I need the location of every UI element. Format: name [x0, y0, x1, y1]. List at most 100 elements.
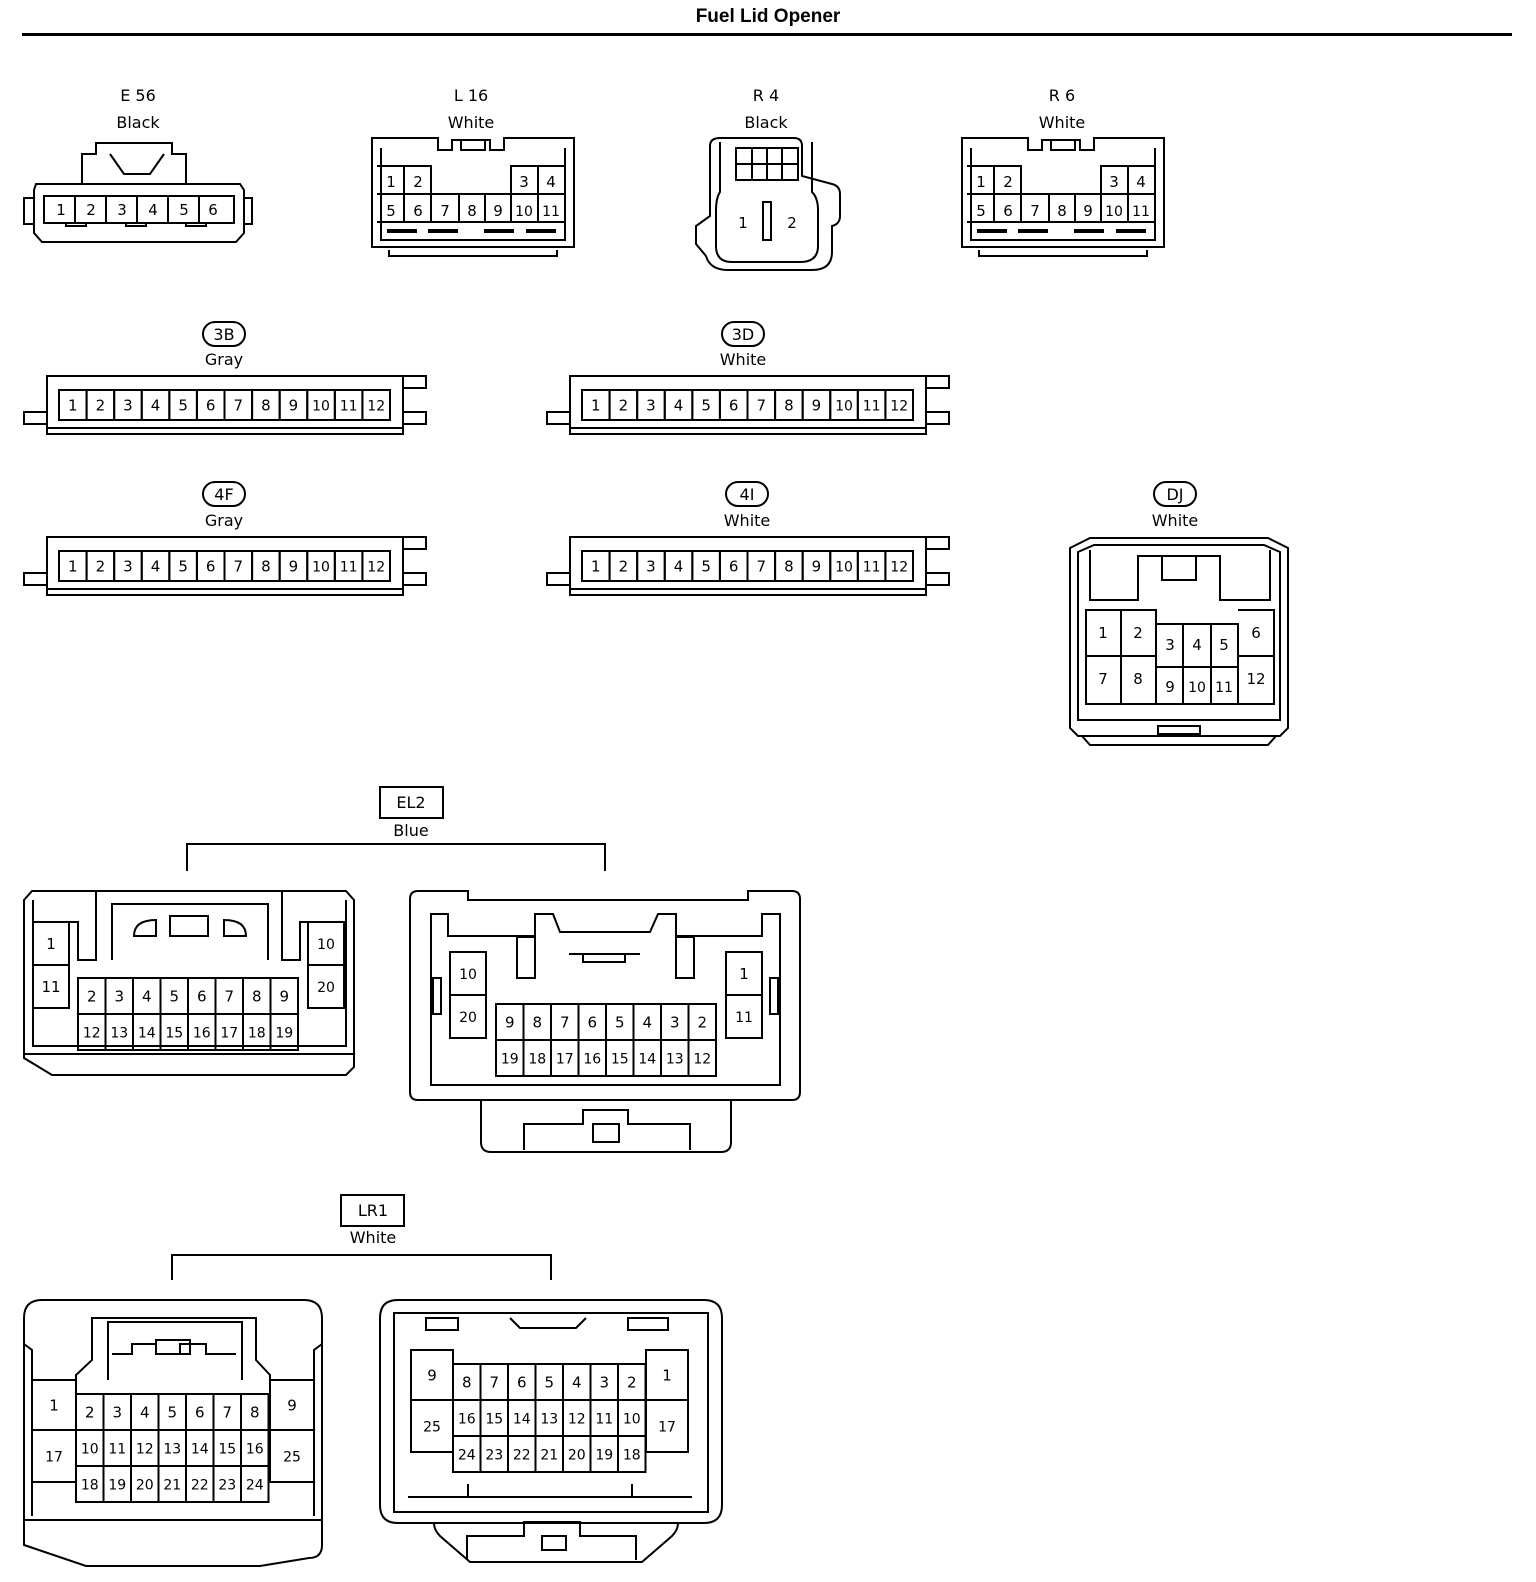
- pin-label: 20: [136, 1478, 154, 1494]
- pin-label: 6: [517, 1374, 527, 1392]
- pin-label: 2: [697, 1014, 707, 1032]
- pin-label: 2: [85, 1404, 95, 1422]
- connector-4f-color: Gray: [205, 511, 243, 530]
- pin-label: 4: [572, 1374, 582, 1392]
- connector-lr1-left-shape: [23, 1299, 323, 1567]
- pin-label: 10: [623, 1412, 641, 1428]
- pin-label: 18: [248, 1026, 266, 1042]
- pin-label: 3: [1109, 173, 1119, 191]
- connector-r4: R 4 Black 1 2: [695, 86, 841, 271]
- pin-label: 19: [501, 1052, 519, 1068]
- connector-lr1-bracket: [171, 1254, 552, 1280]
- pin-label: 7: [1030, 202, 1040, 220]
- pin-label: 6: [729, 558, 739, 576]
- pin-label: 2: [96, 397, 106, 415]
- pin-label: 1: [591, 397, 601, 415]
- pin-label: 5: [386, 202, 396, 220]
- connector-l16-code: L 16: [454, 86, 488, 105]
- pin-label: 6: [197, 988, 207, 1006]
- pin-label: 10: [312, 560, 330, 576]
- connector-dj-shape: [1069, 537, 1289, 746]
- connector-e56: E 56 Black 1 2 3 4 5 6: [23, 86, 253, 243]
- pin-label: 14: [191, 1442, 209, 1458]
- pin-label: 10: [515, 204, 533, 220]
- connector-l16-shape: [371, 137, 575, 257]
- pin-label: 3: [123, 558, 133, 576]
- pin-label: 9: [812, 397, 822, 415]
- pin-label: 11: [340, 399, 358, 415]
- connector-r6-pins: 1 2 3 4 5 6 7 8 9 10 11: [967, 165, 1155, 223]
- pin-label: 9: [493, 202, 503, 220]
- pin-label: 11: [863, 560, 881, 576]
- pin-label: 3: [646, 397, 656, 415]
- pin-label: 4: [546, 173, 556, 191]
- pin-label: 2: [619, 397, 629, 415]
- pin-label: 6: [729, 397, 739, 415]
- pin-label: 13: [540, 1412, 558, 1428]
- pin-label: 1: [68, 397, 78, 415]
- pin-label: 3: [1165, 636, 1175, 654]
- connector-el2-color: Blue: [393, 821, 428, 840]
- pin-label: 17: [45, 1450, 63, 1466]
- pin-label: 8: [467, 202, 477, 220]
- connector-dj: DJ White 1 2 3 4 5 6 7 8 9 10 11 12: [1069, 481, 1289, 746]
- connector-lr1-code: LR1: [358, 1201, 388, 1220]
- pin-label: 8: [261, 558, 271, 576]
- connector-el2-code: EL2: [396, 793, 425, 812]
- pin-label: 3: [114, 988, 124, 1006]
- pin-label: 11: [108, 1442, 126, 1458]
- pin-label: 17: [556, 1052, 574, 1068]
- pin-label: 6: [206, 558, 216, 576]
- pin-label: 8: [1057, 202, 1067, 220]
- pin-label: 18: [623, 1448, 641, 1464]
- connector-4i-code: 4I: [740, 485, 755, 504]
- connector-e56-pins: 1 2 3 4 5 6: [56, 196, 218, 222]
- pin-label: 3: [646, 558, 656, 576]
- pin-label: 7: [224, 988, 234, 1006]
- pin-label: 6: [206, 397, 216, 415]
- pin-label: 8: [1133, 670, 1143, 688]
- pin-label: 7: [234, 558, 244, 576]
- pin-label: 11: [542, 204, 560, 220]
- pin-label: 11: [1132, 204, 1150, 220]
- pin-label: 1: [738, 214, 748, 232]
- pin-label: 5: [178, 558, 188, 576]
- pin-label: 2: [87, 988, 97, 1006]
- pin-label: 10: [835, 399, 853, 415]
- pin-label: 1: [739, 965, 749, 983]
- pin-label: 2: [1133, 624, 1143, 642]
- pin-label: 21: [540, 1448, 558, 1464]
- pin-label: 22: [513, 1448, 531, 1464]
- pin-label: 5: [167, 1404, 177, 1422]
- pin-label: 1: [662, 1367, 672, 1385]
- pin-label: 10: [835, 560, 853, 576]
- page-title: Fuel Lid Opener: [695, 6, 841, 27]
- connector-r4-code: R 4: [753, 86, 779, 105]
- pin-label: 9: [289, 558, 299, 576]
- connector-e56-color: Black: [116, 113, 160, 132]
- pin-label: 4: [151, 397, 161, 415]
- pin-label: 3: [117, 201, 127, 219]
- pin-label: 19: [108, 1478, 126, 1494]
- pin-label: 4: [148, 201, 158, 219]
- pin-label: 5: [179, 201, 189, 219]
- pin-label: 9: [1083, 202, 1093, 220]
- pin-label: 14: [513, 1412, 531, 1428]
- connector-dj-color: White: [1152, 511, 1199, 530]
- connector-r6-shape: [961, 137, 1165, 257]
- pin-label: 9: [287, 1397, 297, 1415]
- pin-label: 3: [599, 1374, 609, 1392]
- pin-label: 11: [863, 399, 881, 415]
- pin-label: 17: [220, 1026, 238, 1042]
- pin-cavity: [307, 964, 345, 1009]
- pin-label: 2: [96, 558, 106, 576]
- pin-label: 6: [208, 201, 218, 219]
- pin-label: 21: [163, 1478, 181, 1494]
- pin-label: 4: [151, 558, 161, 576]
